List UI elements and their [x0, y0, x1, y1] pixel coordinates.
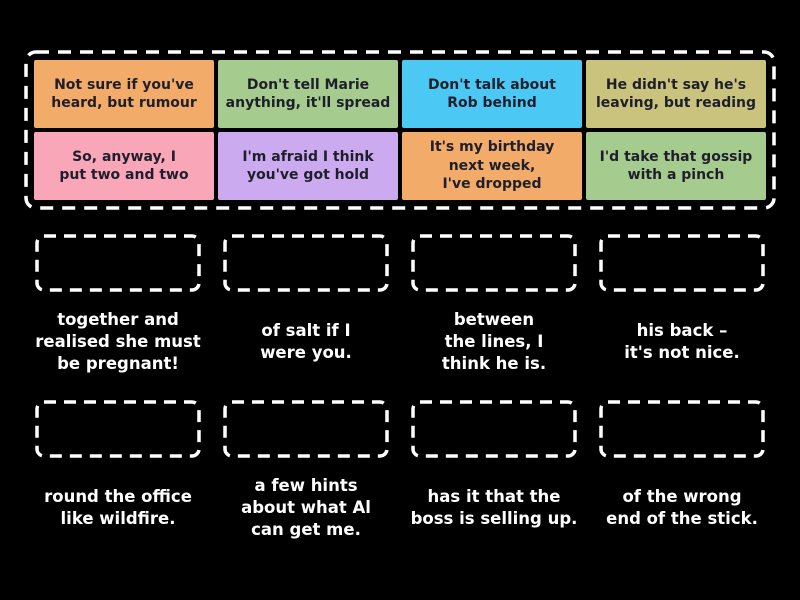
drop-zone-dashed-border: [223, 234, 389, 292]
drop-zone[interactable]: [223, 400, 389, 458]
drop-zone-dashed-border: [599, 400, 765, 458]
draggable-tile[interactable]: So, anyway, I put two and two: [34, 132, 214, 200]
draggable-tile[interactable]: I'd take that gossip with a pinch: [586, 132, 766, 200]
draggable-tile[interactable]: Not sure if you've heard, but rumour: [34, 60, 214, 128]
answer-row-2: round the office like wildfire. a few hi…: [24, 400, 776, 549]
draggable-tile[interactable]: Don't tell Marie anything, it'll spread: [218, 60, 398, 128]
clue-text: his back – it's not nice.: [624, 320, 740, 362]
clue-text: of the wrong end of the stick.: [606, 486, 758, 528]
clue-text: a few hints about what Al can get me.: [241, 475, 371, 540]
draggable-tile[interactable]: It's my birthday next week, I've dropped: [402, 132, 582, 200]
drop-zone[interactable]: [411, 400, 577, 458]
clue-text: has it that the boss is selling up.: [410, 486, 578, 528]
answer-cell: his back – it's not nice.: [588, 234, 776, 383]
drop-zone-dashed-border: [411, 400, 577, 458]
clue-text: of salt if I were you.: [260, 320, 352, 362]
clue-text: together and realised she must be pregna…: [35, 309, 201, 374]
draggable-tile[interactable]: I'm afraid I think you've got hold: [218, 132, 398, 200]
draggable-tile[interactable]: He didn't say he's leaving, but reading: [586, 60, 766, 128]
drop-zone[interactable]: [599, 234, 765, 292]
answer-cell: of salt if I were you.: [212, 234, 400, 383]
drop-zone[interactable]: [35, 400, 201, 458]
draggable-tile[interactable]: Don't talk about Rob behind: [402, 60, 582, 128]
drop-zone-dashed-border: [35, 400, 201, 458]
drop-zone-dashed-border: [599, 234, 765, 292]
clue-text: round the office like wildfire.: [44, 486, 192, 528]
answer-cell: together and realised she must be pregna…: [24, 234, 212, 383]
answer-cell: has it that the boss is selling up.: [400, 400, 588, 549]
drop-zone[interactable]: [599, 400, 765, 458]
answer-row-1: together and realised she must be pregna…: [24, 234, 776, 383]
clue-text: between the lines, I think he is.: [441, 309, 547, 374]
answer-cell: between the lines, I think he is.: [400, 234, 588, 383]
tile-grid: Not sure if you've heard, but rumour Don…: [24, 50, 776, 210]
answer-cell: round the office like wildfire.: [24, 400, 212, 549]
answer-cell: a few hints about what Al can get me.: [212, 400, 400, 549]
tile-pool: Not sure if you've heard, but rumour Don…: [24, 50, 776, 210]
drop-zone-dashed-border: [223, 400, 389, 458]
drop-zone[interactable]: [35, 234, 201, 292]
drop-zone-dashed-border: [35, 234, 201, 292]
answer-cell: of the wrong end of the stick.: [588, 400, 776, 549]
drop-zone[interactable]: [223, 234, 389, 292]
drop-zone-dashed-border: [411, 234, 577, 292]
drop-zone[interactable]: [411, 234, 577, 292]
